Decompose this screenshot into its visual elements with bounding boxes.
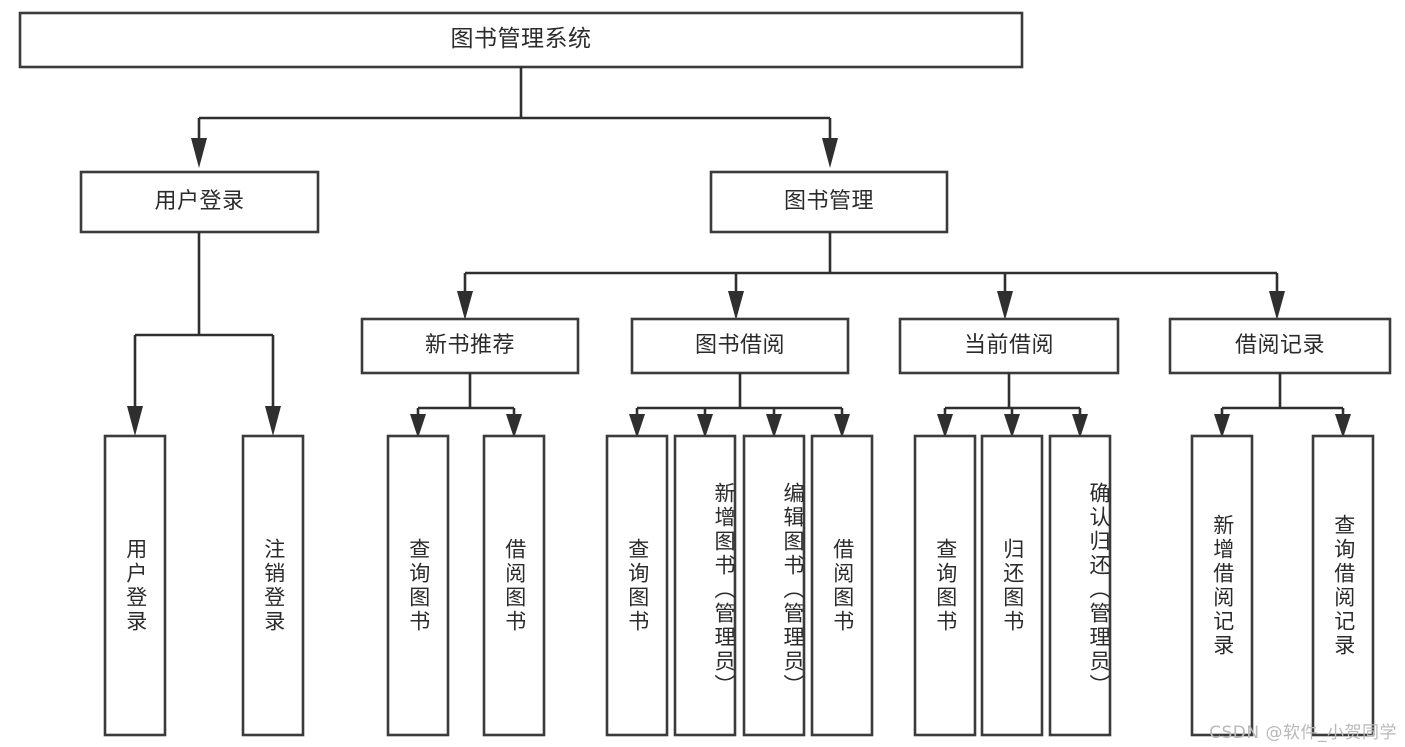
node-box-new-book-recommend[interactable] [360, 317, 580, 375]
arrow-head-user-login [191, 138, 207, 168]
node-box-root[interactable] [18, 11, 1024, 69]
arrow-head-leaf-user-login [127, 406, 143, 436]
arrow-head-currentborrow-leaf-1 [937, 414, 953, 438]
arrow-head-currentborrow-leaf-2 [1004, 414, 1020, 438]
node-box-leaf-user-login[interactable] [103, 434, 167, 737]
arrow-head-leaf-logout [265, 406, 281, 436]
arrow-head-book-borrow [728, 291, 744, 320]
node-box-leaf-query-record[interactable] [1311, 434, 1375, 737]
arrow-head-bookborrow-leaf-1 [629, 414, 645, 438]
arrow-head-bookborrow-leaf-2 [697, 414, 713, 438]
node-box-leaf-confirm-return[interactable] [1048, 434, 1112, 737]
node-box-leaf-add-record[interactable] [1190, 434, 1254, 737]
watermark-text: CSDN @软件_小贺同学 [1209, 723, 1397, 743]
node-box-leaf-query-book-1[interactable] [386, 434, 450, 737]
node-box-leaf-borrow-book-2[interactable] [810, 434, 874, 737]
arrow-head-newbook-leaf-1 [410, 414, 426, 438]
arrow-head-borrowrecord-leaf-1 [1214, 414, 1230, 438]
node-box-leaf-logout[interactable] [241, 434, 305, 737]
node-box-book-borrow[interactable] [630, 317, 850, 375]
node-box-leaf-add-book[interactable] [673, 434, 737, 737]
node-box-current-borrow[interactable] [898, 317, 1120, 375]
arrow-head-newbook-leaf-2 [506, 414, 522, 438]
arrow-head-borrow-record [1269, 291, 1285, 320]
arrow-head-current-borrow [997, 291, 1013, 320]
arrow-head-book-manage [822, 138, 838, 168]
node-box-leaf-return-book[interactable] [980, 434, 1044, 737]
arrow-head-bookborrow-leaf-3 [766, 414, 782, 438]
node-box-leaf-borrow-book-1[interactable] [482, 434, 546, 737]
node-box-leaf-query-book-3[interactable] [913, 434, 977, 737]
arrow-head-currentborrow-leaf-3 [1072, 414, 1088, 438]
node-box-user-login[interactable] [79, 170, 320, 234]
node-box-borrow-record[interactable] [1168, 317, 1392, 375]
arrow-head-bookborrow-leaf-4 [834, 414, 850, 438]
node-box-book-manage[interactable] [709, 170, 949, 234]
node-box-leaf-query-book-2[interactable] [605, 434, 669, 737]
arrow-head-borrowrecord-leaf-2 [1335, 414, 1351, 438]
node-box-leaf-edit-book[interactable] [742, 434, 806, 737]
arrow-head-new-book [457, 291, 473, 320]
